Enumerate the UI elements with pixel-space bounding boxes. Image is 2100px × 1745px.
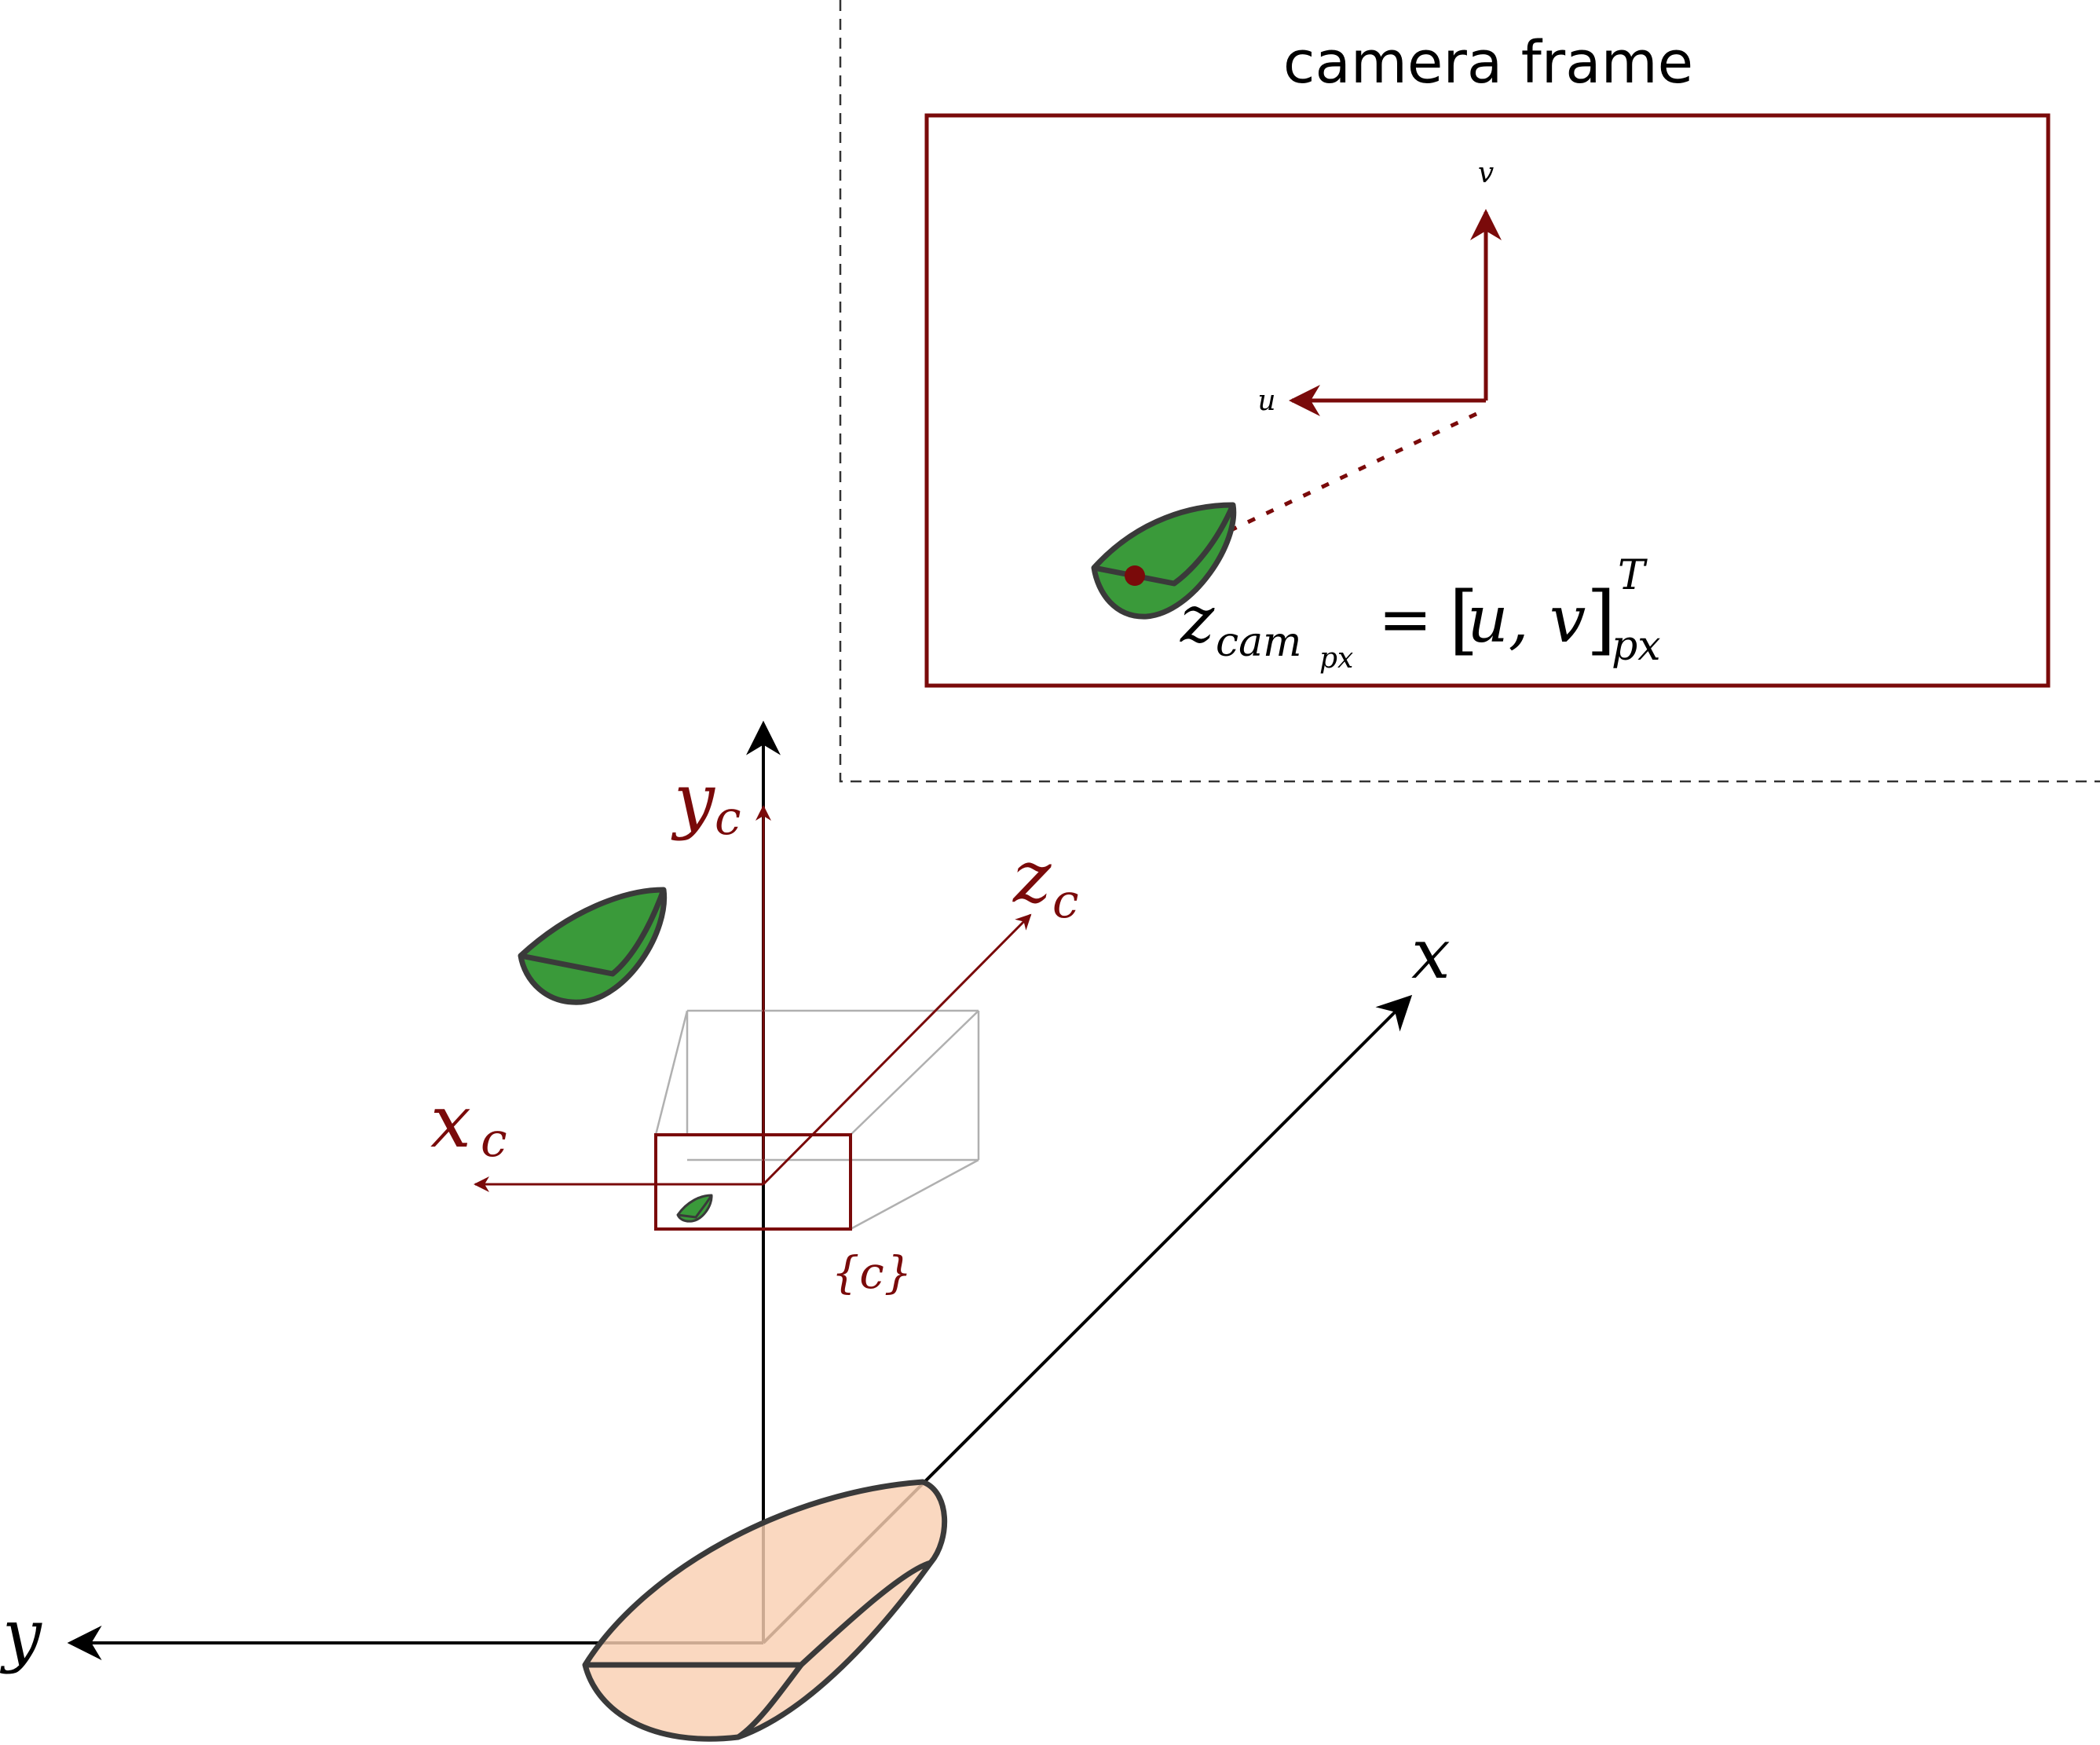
svg-text:y: y [671, 758, 715, 842]
world-x-label: x [1411, 913, 1451, 994]
svg-text:px: px [1612, 623, 1661, 670]
svg-text:]: ] [1586, 576, 1615, 664]
world-leaf-icon [518, 887, 668, 1005]
camera-frame-label: {c} [832, 1248, 913, 1299]
camera-frustum [654, 1009, 980, 1231]
svg-text:cam: cam [1216, 619, 1301, 666]
svg-text:c: c [481, 1113, 507, 1168]
camera-zc-label: z c [1012, 835, 1079, 929]
camera-xc-label: x c [430, 1080, 507, 1168]
svg-text:=: = [1378, 583, 1432, 657]
camera-image-rect [924, 113, 2051, 688]
svg-text:[: [ [1449, 576, 1478, 664]
svg-text:z: z [1012, 835, 1052, 919]
svg-text:px: px [1319, 642, 1353, 675]
svg-text:T: T [1618, 552, 1648, 599]
panel-dashed-border [839, 0, 2100, 783]
camera-image-plane [654, 1133, 852, 1231]
camera-yc-label: y c [671, 758, 741, 846]
projected-point-marker [1125, 565, 1145, 586]
world-y-label: y [0, 1594, 42, 1675]
svg-text:u, v: u, v [1467, 583, 1586, 657]
camera-zc-axis [762, 913, 1032, 1186]
panel-leaf-icon [1091, 502, 1237, 620]
svg-text:c: c [1052, 874, 1079, 929]
projection-dotted-line [1133, 412, 1478, 578]
svg-text:z: z [1180, 583, 1215, 657]
image-plane-leaf-icon [676, 1194, 713, 1223]
panel-title: camera frame [1283, 29, 1693, 97]
svg-text:x: x [430, 1080, 471, 1164]
v-axis-label: v [1478, 157, 1494, 189]
u-axis-label: u [1257, 385, 1275, 417]
svg-text:c: c [715, 791, 741, 846]
boat-hull-icon [582, 1479, 948, 1742]
measurement-equation: z cam px = [ u, v ] T px [1180, 552, 1661, 675]
